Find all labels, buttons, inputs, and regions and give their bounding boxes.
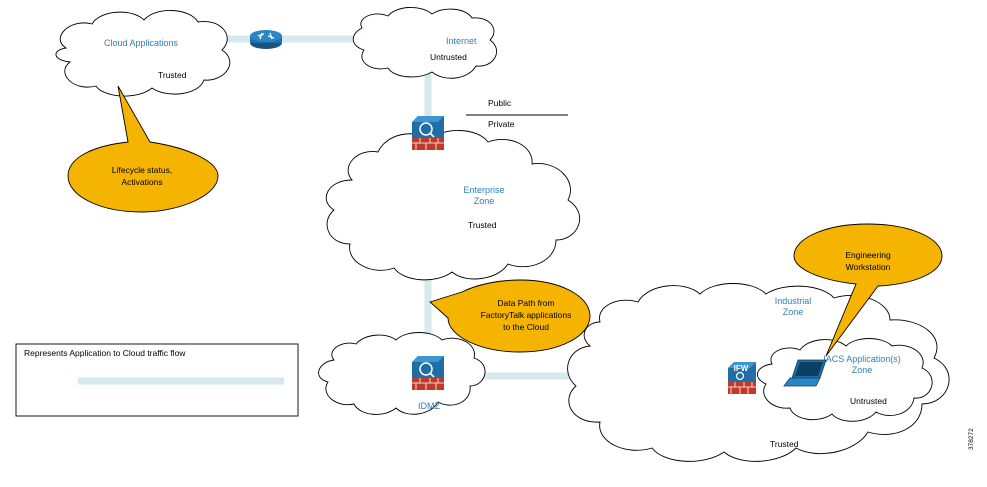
cloud-applications-status: Trusted: [158, 70, 187, 80]
industrial-zone-status: Trusted: [770, 439, 799, 449]
enterprise-zone-cloud: [325, 130, 581, 281]
iacs-zone-title-line1: IACS Application(s): [823, 354, 901, 364]
callout-lifecycle: Lifecycle status, Activations: [67, 85, 219, 213]
idmz-firewall-icon: [412, 356, 444, 390]
idmz-title: IDMZ: [418, 401, 440, 411]
callout-engineering: Engineering Workstation: [793, 223, 943, 357]
callout-lifecycle-line1: Lifecycle status,: [112, 165, 172, 175]
callout-lifecycle-line2: Activations: [121, 177, 162, 187]
callout-data-path-bubble: [429, 279, 591, 353]
laptop-icon: [783, 359, 827, 387]
ifw-label: IFW: [734, 364, 749, 373]
enterprise-zone-status: Trusted: [468, 220, 497, 230]
callout-data-path-line2: FactoryTalk applications: [481, 310, 572, 320]
industrial-zone-title-line2: Zone: [783, 307, 804, 317]
internet-title: Internet: [446, 36, 477, 46]
enterprise-zone-title-line2: Zone: [474, 196, 495, 206]
callout-data-path-line1: Data Path from: [497, 298, 554, 308]
iacs-zone-title-line2: Zone: [852, 365, 873, 375]
legend-text: Represents Application to Cloud traffic …: [24, 348, 186, 358]
idmz-cloud: [318, 332, 486, 415]
callout-engineering-bubble: [793, 223, 943, 357]
callout-lifecycle-bubble: [67, 85, 219, 213]
callout-engineering-line2: Workstation: [846, 262, 891, 272]
cloud-applications-cloud: [55, 10, 231, 97]
callout-data-path: Data Path from FactoryTalk applications …: [429, 279, 591, 353]
industrial-zone-title-line1: Industrial: [775, 296, 812, 306]
cloud-applications-title: Cloud Applications: [104, 38, 179, 48]
ifw-firewall-icon: IFW: [728, 362, 756, 394]
callout-engineering-line1: Engineering: [845, 250, 891, 260]
firewall-icon: [412, 116, 444, 150]
legend: Represents Application to Cloud traffic …: [15, 343, 299, 417]
callout-data-path-line3: to the Cloud: [503, 322, 549, 332]
boundary-public-label: Public: [488, 98, 512, 108]
internet-status: Untrusted: [430, 52, 467, 62]
enterprise-zone-title-line1: Enterprise: [463, 185, 504, 195]
figure-id: 378272: [968, 428, 975, 450]
iacs-zone-status: Untrusted: [850, 396, 887, 406]
internet-cloud: [352, 7, 497, 79]
router-icon: [250, 30, 282, 49]
boundary-private-label: Private: [488, 119, 515, 129]
